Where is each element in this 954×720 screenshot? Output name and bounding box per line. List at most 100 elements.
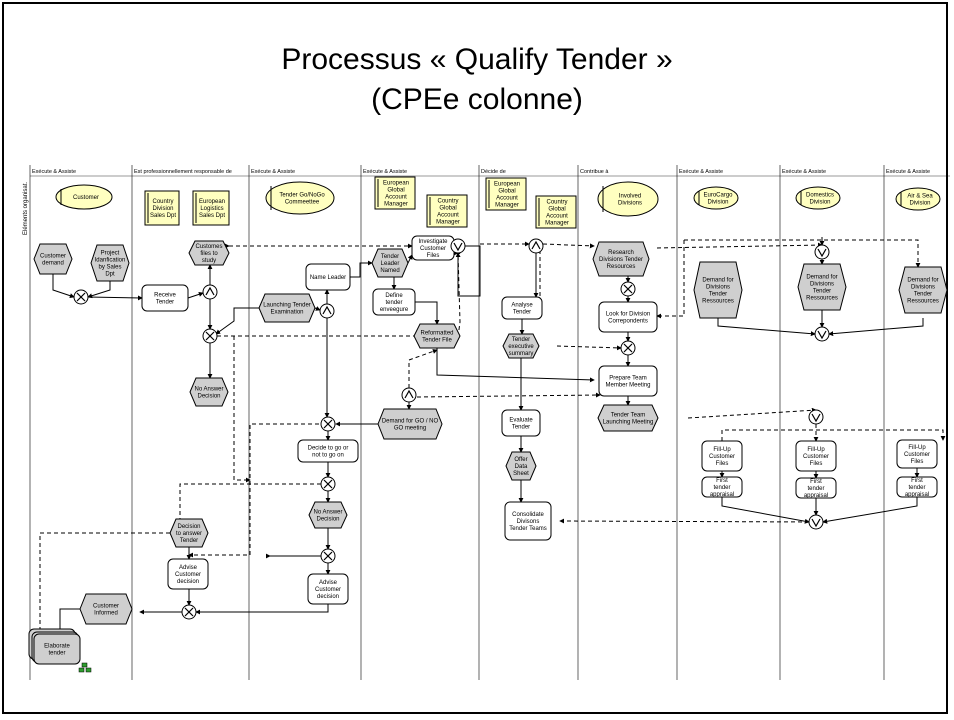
flow-edge-dashed xyxy=(408,349,438,388)
flow-edge-dashed xyxy=(687,407,817,419)
connector-x xyxy=(320,416,336,432)
lane-header: Contribue à xyxy=(580,169,609,175)
flow-edge xyxy=(717,318,816,337)
flow-edge xyxy=(57,608,80,635)
flow-edge xyxy=(195,604,329,615)
flow-edge-dashed xyxy=(721,429,946,441)
flow-edge-dashed xyxy=(455,252,461,338)
connector-and xyxy=(401,387,417,403)
connector-or xyxy=(450,238,466,254)
connector-x xyxy=(202,328,218,344)
flow-edge-dashed xyxy=(656,240,685,319)
slide-title: Processus « Qualify Tender » (CPEe colon… xyxy=(0,40,954,120)
flow-edge xyxy=(822,497,918,524)
flow-edge xyxy=(314,306,321,311)
lane-header: Exécute & Assiste xyxy=(679,169,723,175)
function-label: Name Leader xyxy=(310,275,346,281)
flow-edge xyxy=(828,318,924,337)
flow-edge-dashed xyxy=(188,423,319,558)
flow-edge xyxy=(187,291,204,299)
connector-x xyxy=(320,476,336,492)
flow-edge xyxy=(407,254,413,264)
connector-x xyxy=(73,289,89,305)
connector-x xyxy=(620,340,636,356)
flow-edge-dashed xyxy=(684,239,921,268)
flow-edge xyxy=(215,307,259,335)
flow-edge-dashed xyxy=(556,345,622,351)
flow-edge-dashed xyxy=(416,392,601,398)
lane-header: Est professionnellement responsable de xyxy=(134,169,232,175)
flow-edge xyxy=(87,295,143,301)
connector-x xyxy=(320,548,336,564)
